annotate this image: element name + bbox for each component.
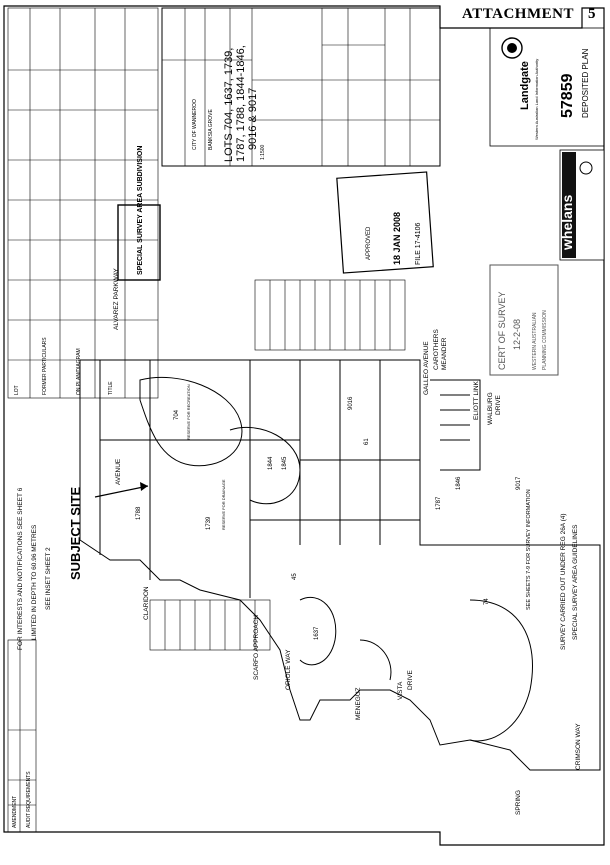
reserve-recreation: RESERVE FOR RECREATION xyxy=(186,384,191,440)
street-avenue: AVENUE xyxy=(115,458,122,485)
amend-row: AUDIT REQUIREMENTS xyxy=(26,771,32,828)
street-drive: DRIVE xyxy=(495,394,502,415)
lot-61: 61 xyxy=(364,438,370,445)
street-scarfo: SCARFO APPROACH xyxy=(253,615,260,680)
street-oriole: ORIOLE WAY xyxy=(285,649,292,690)
sheet-border xyxy=(3,5,605,846)
street-meneguz: MENEGUZ xyxy=(355,687,362,720)
title-block xyxy=(161,7,441,167)
lot-1788: 1788 xyxy=(136,506,142,520)
special-survey-box xyxy=(117,204,161,281)
lot-9017: 9017 xyxy=(516,476,522,490)
inset-note: SEE INSET SHEET 2 xyxy=(45,547,52,610)
cert-stamp-wapc: PLANNING COMMISSION xyxy=(542,310,548,370)
landgate-seal-icon xyxy=(501,37,523,59)
reserve-drainage: RESERVE FOR DRAINAGE xyxy=(221,479,226,530)
cert-stamp-text: CERT OF SURVEY xyxy=(497,291,507,370)
scale-label: 1:1500 xyxy=(260,144,266,160)
special-survey-text: SPECIAL SURVEY AREA SUBDIVISION xyxy=(137,146,144,275)
cert-stamp-date: 12-2-08 xyxy=(512,319,522,350)
interests-note: FOR INTERESTS AND NOTIFICATIONS SEE SHEE… xyxy=(17,487,24,650)
lots-title-2: 1787, 1788, 1844-1846, xyxy=(235,45,247,162)
lot-704: 704 xyxy=(174,409,180,420)
subject-site-arrow xyxy=(94,485,149,498)
parcel-outer xyxy=(79,359,601,771)
lot-45: 45 xyxy=(292,573,298,580)
lots-title-3: 9016 & 9017 xyxy=(247,88,259,150)
cert-of-survey-stamp xyxy=(489,264,559,376)
plan-type: DEPOSITED PLAN xyxy=(581,48,590,118)
street-spring: SPRING xyxy=(515,790,522,815)
table-header-plan: ON PLAN/DIAGRAM xyxy=(76,348,82,395)
lot-1787: 1787 xyxy=(436,496,442,510)
approval-stamp xyxy=(336,171,434,274)
approval-stamp-text: 18 JAN 2008 xyxy=(392,212,402,265)
street-galleo: GALLEO AVENUE xyxy=(423,341,430,395)
street-eliott: ELIOTT LINK xyxy=(473,380,480,420)
street-claridon: CLARIDON xyxy=(143,586,150,620)
amendments-table xyxy=(7,639,37,833)
lot-1844: 1844 xyxy=(268,456,274,470)
agency-name: Landgate xyxy=(519,61,531,110)
agency-subtitle: Western Australian Land Information Auth… xyxy=(534,59,539,140)
lot-1637: 1637 xyxy=(314,626,320,640)
lots-title: LOTS 704, 1637, 1739, xyxy=(223,48,235,162)
survey-note-2: SPECIAL SURVEY AREA GUIDELINES xyxy=(572,524,579,640)
lot-74: 74 xyxy=(484,598,490,605)
subject-site-label: SUBJECT SITE xyxy=(68,486,83,580)
attachment-plan-number: 57859 xyxy=(559,73,576,118)
survey-info: SEE SHEETS 7-9 FOR SURVEY INFORMATION xyxy=(526,489,532,610)
locality-name: BANKSIA GROVE xyxy=(208,108,214,150)
street-carothers: CAROTHERS xyxy=(433,329,440,370)
council-name: CITY OF WANNEROO xyxy=(192,99,198,150)
street-vista: VISTA xyxy=(397,681,404,700)
surveyor-name: whelans xyxy=(559,195,575,251)
street-drive-2: DRIVE xyxy=(407,669,414,690)
street-meander: MEANDER xyxy=(441,337,448,370)
lot-9016: 9016 xyxy=(348,396,354,410)
depth-note: LIMITED IN DEPTH TO 60.96 METRES xyxy=(31,524,38,640)
table-header-title: TITLE xyxy=(108,381,114,395)
street-alvarez: ALVAREZ PARKWAY xyxy=(113,268,120,330)
cert-stamp-wa: WESTERN AUSTRALIAN xyxy=(532,312,538,370)
street-crimson: CRIMSON WAY xyxy=(575,723,582,770)
file-stamp-text: FILE 17-4106 xyxy=(415,222,422,265)
approved-stamp-text: APPROVED xyxy=(366,226,372,260)
survey-note: SURVEY CARRIED OUT UNDER REG 26A (4) xyxy=(560,513,567,650)
lot-1739: 1739 xyxy=(206,516,212,530)
lot-1846: 1846 xyxy=(456,476,462,490)
amend-header: AMENDMENT xyxy=(12,796,18,828)
table-header-lot: LOT xyxy=(14,385,20,395)
street-walburg: WALBURG xyxy=(487,392,494,425)
lot-1845: 1845 xyxy=(282,456,288,470)
table-header-former: FORMER PARTICULARS xyxy=(42,337,48,395)
lots-table xyxy=(7,7,159,399)
